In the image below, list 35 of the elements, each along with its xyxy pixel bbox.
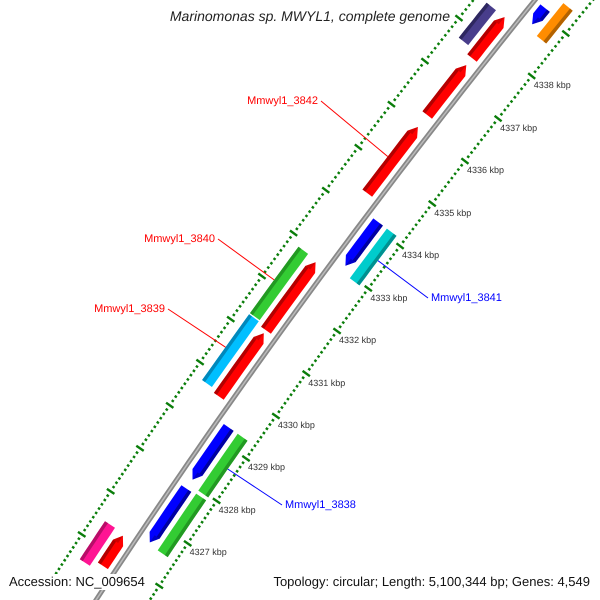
tick-label: 4337 kbp: [500, 122, 538, 134]
tick-label: 4328 kbp: [218, 504, 256, 516]
gene-feature-bar: [422, 65, 466, 119]
gene-feature-bar: [98, 536, 124, 570]
gene-feature-bar: [467, 17, 505, 62]
map-title: Marinomonas sp. MWYL1, complete genome: [168, 8, 452, 24]
gene-feature-bar: [536, 3, 573, 44]
leader-line: [168, 308, 226, 348]
footer-text: Topology: circular; Length: 5,100,344 bp; Genes: 4,549: [271, 574, 592, 590]
tick-label: 4338 kbp: [534, 80, 571, 92]
gene-feature-bar: [532, 4, 550, 24]
tick-label: 4335 kbp: [434, 208, 472, 219]
tick-label: 4333 kbp: [370, 292, 408, 304]
tick-label: 4329 kbp: [248, 462, 286, 474]
gene-label: Mmwyl1_3842: [247, 94, 318, 108]
leader-line: [320, 100, 388, 157]
leader-line: [377, 260, 428, 298]
gene-feature-bar: [345, 218, 383, 266]
gene-label: Mmwyl1_3840: [144, 232, 215, 246]
gene-feature-bar: [261, 262, 316, 334]
gene-label: Mmwyl1_3841: [431, 291, 502, 305]
leader-line: [218, 238, 275, 280]
tick-label: 4336 kbp: [466, 165, 504, 176]
footer-text: Accession: NC_009654: [7, 574, 147, 590]
gene-label: Mmwyl1_3839: [94, 302, 165, 316]
tick-label: 4330 kbp: [278, 420, 315, 432]
tick-label: 4331 kbp: [308, 378, 346, 389]
gene-feature-bar: [362, 127, 418, 197]
tick-label: 4332 kbp: [339, 335, 376, 346]
tick-label: 4327 kbp: [190, 547, 227, 558]
gene-feature-bar: [214, 333, 264, 400]
leader-line: [227, 468, 282, 506]
gene-label: Mmwyl1_3838: [285, 498, 356, 512]
gene-feature-bar: [192, 424, 234, 480]
tick-label: 4334 kbp: [402, 250, 440, 262]
